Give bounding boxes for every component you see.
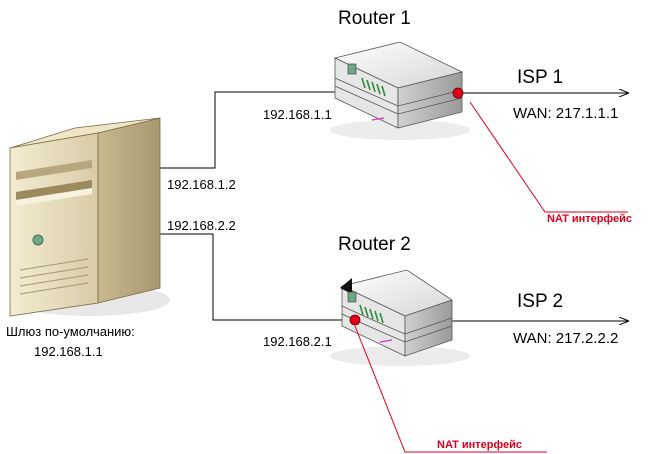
nat-label-1: NAT интерфейс bbox=[547, 213, 632, 225]
lan-link-2 bbox=[156, 233, 352, 321]
gateway-value: 192.168.1.1 bbox=[34, 344, 103, 359]
router-2-lan-ip: 192.168.2.1 bbox=[263, 334, 332, 349]
nat-interface-1-dot bbox=[452, 87, 464, 99]
wan-2-address: WAN: 217.2.2.2 bbox=[513, 330, 618, 347]
isp-2-label: ISP 2 bbox=[517, 291, 563, 312]
nat-label-2: NAT интерфейс bbox=[437, 439, 522, 451]
wan-1-address: WAN: 217.1.1.1 bbox=[513, 105, 618, 122]
router-1-icon bbox=[330, 41, 470, 140]
server-iface-2-ip: 192.168.2.2 bbox=[167, 218, 236, 233]
server-iface-1-ip: 192.168.1.2 bbox=[167, 177, 236, 192]
lan-link-1 bbox=[156, 91, 345, 169]
server-icon bbox=[9, 117, 170, 317]
gateway-label: Шлюз по-умолчанию: bbox=[6, 324, 135, 339]
router-2-title: Router 2 bbox=[338, 234, 411, 255]
router-1-title: Router 1 bbox=[338, 8, 411, 29]
nat-callout-2 bbox=[354, 325, 547, 453]
isp-1-label: ISP 1 bbox=[517, 67, 563, 88]
router-1-lan-ip: 192.168.1.1 bbox=[263, 107, 332, 122]
nat-interface-2-dot bbox=[349, 314, 361, 326]
nat-callout-1 bbox=[469, 101, 628, 213]
